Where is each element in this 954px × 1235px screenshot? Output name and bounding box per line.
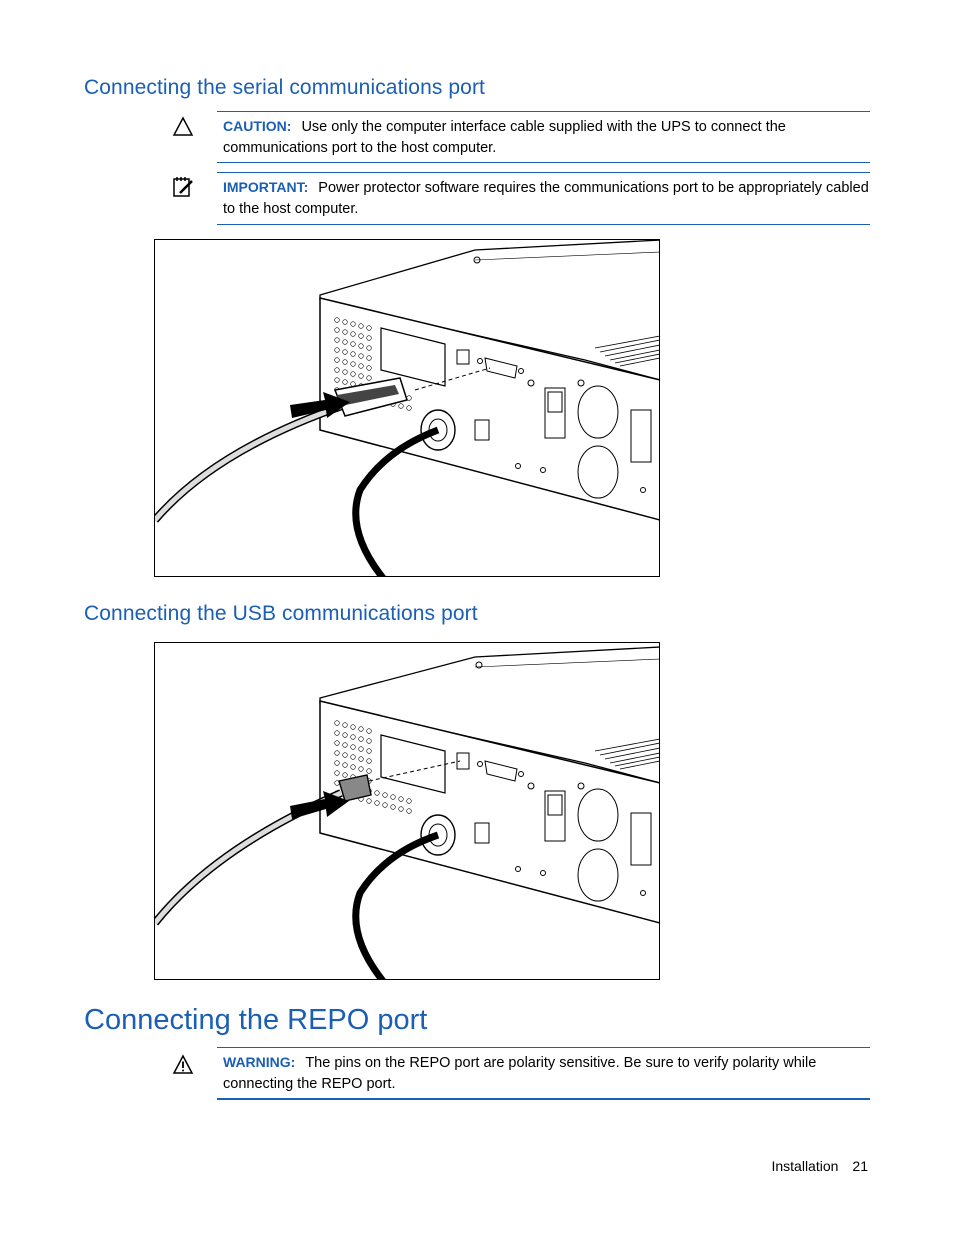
footer-section-name: Installation — [771, 1158, 839, 1174]
caution-label: CAUTION: — [223, 118, 292, 134]
figure-serial-connection — [154, 239, 660, 577]
warning-text: The pins on the REPO port are polarity s… — [223, 1055, 817, 1092]
important-label: IMPORTANT: — [223, 179, 309, 195]
warning-icon — [172, 1054, 194, 1074]
warning-label: WARNING: — [223, 1054, 296, 1070]
section-heading-usb: Connecting the USB communications port — [84, 602, 478, 625]
important-text: Power protector software requires the co… — [223, 180, 869, 217]
page-number: 21 — [852, 1158, 868, 1174]
caution-icon — [172, 116, 194, 136]
section-heading-serial: Connecting the serial communications por… — [84, 76, 485, 99]
page-footer: Installation 21 — [771, 1158, 868, 1174]
important-icon — [173, 177, 193, 197]
caution-note: CAUTION:Use only the computer interface … — [217, 111, 870, 163]
important-note: IMPORTANT:Power protector software requi… — [217, 172, 870, 225]
section-heading-repo: Connecting the REPO port — [84, 1004, 428, 1036]
caution-text: Use only the computer interface cable su… — [223, 119, 786, 156]
figure-usb-connection — [154, 642, 660, 980]
warning-note: WARNING:The pins on the REPO port are po… — [217, 1047, 870, 1100]
